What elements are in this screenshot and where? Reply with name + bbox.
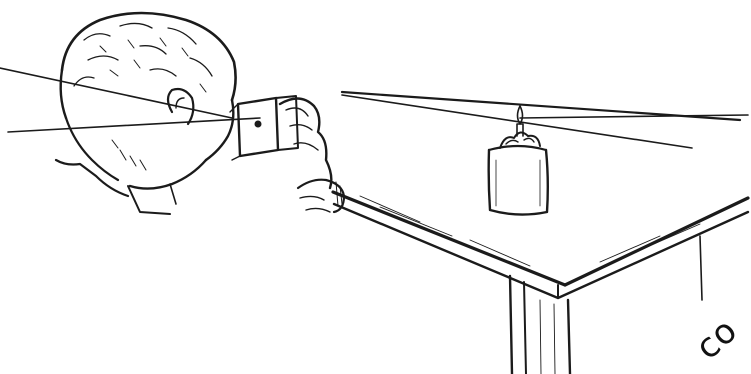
candle (489, 106, 548, 215)
hand (280, 98, 344, 212)
table (333, 92, 748, 374)
pinhole (255, 121, 262, 128)
light-rays (0, 68, 748, 148)
pinhole-viewer (230, 96, 298, 160)
